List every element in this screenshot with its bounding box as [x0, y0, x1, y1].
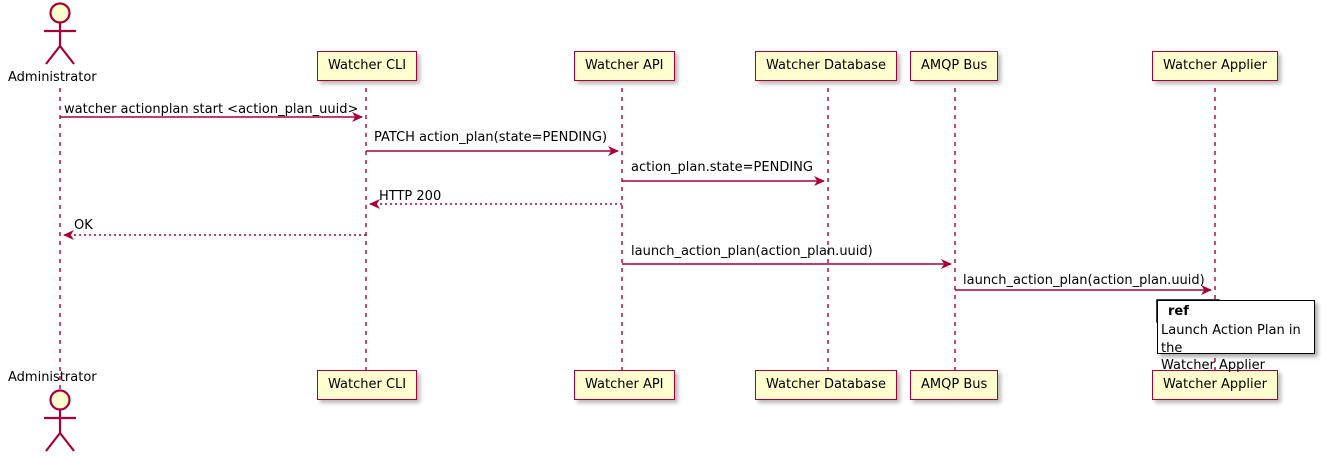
ref-fragment-body-text: Launch Action Plan in the Watcher Applie…	[1161, 323, 1301, 374]
message-label-action-plan-state-pending: action_plan.state=PENDING	[631, 160, 813, 175]
participant-label: Watcher CLI	[328, 377, 407, 392]
participant-label: Watcher API	[585, 377, 664, 392]
participant-watcher-applier-top[interactable]: Watcher Applier	[1152, 51, 1278, 81]
participant-label: Watcher Database	[766, 377, 886, 392]
participant-label: Watcher Applier	[1163, 58, 1267, 73]
participant-label: Watcher CLI	[328, 58, 407, 73]
message-label-patch-action-plan: PATCH action_plan(state=PENDING)	[374, 130, 608, 145]
lifelines	[59, 88, 1216, 390]
participant-watcher-database-top[interactable]: Watcher Database	[755, 51, 897, 81]
participant-watcher-database-bottom[interactable]: Watcher Database	[755, 370, 897, 400]
participant-label: AMQP Bus	[921, 58, 988, 73]
participant-watcher-cli-top[interactable]: Watcher CLI	[317, 51, 418, 81]
participant-label: Watcher Database	[766, 58, 886, 73]
participant-watcher-api-bottom[interactable]: Watcher API	[574, 370, 675, 400]
message-label-actionplan-start: watcher actionplan start <action_plan_uu…	[64, 102, 359, 117]
participant-watcher-api-top[interactable]: Watcher API	[574, 51, 675, 81]
actor-administrator-bottom	[44, 389, 76, 452]
actor-label-administrator-bottom: Administrator	[8, 370, 97, 385]
participant-label: Watcher API	[585, 58, 664, 73]
actor-administrator-top	[44, 2, 76, 65]
actor-label-administrator-top: Administrator	[8, 70, 97, 85]
participant-watcher-applier-bottom[interactable]: Watcher Applier	[1152, 370, 1278, 400]
message-label-ok: OK	[74, 218, 93, 233]
participant-amqp-bus-bottom[interactable]: AMQP Bus	[910, 370, 999, 400]
participant-amqp-bus-top[interactable]: AMQP Bus	[910, 51, 999, 81]
ref-fragment-tab-label: ref	[1168, 304, 1189, 319]
ref-fragment-box	[1157, 300, 1315, 354]
message-label-http-200: HTTP 200	[379, 189, 442, 204]
message-arrows	[60, 112, 1212, 295]
message-label-launch-action-plan-bus: launch_action_plan(action_plan.uuid)	[631, 244, 873, 259]
participant-label: AMQP Bus	[921, 377, 988, 392]
participant-watcher-cli-bottom[interactable]: Watcher CLI	[317, 370, 418, 400]
message-label-launch-action-plan-applier: launch_action_plan(action_plan.uuid)	[963, 273, 1205, 288]
participant-label: Watcher Applier	[1163, 377, 1267, 392]
